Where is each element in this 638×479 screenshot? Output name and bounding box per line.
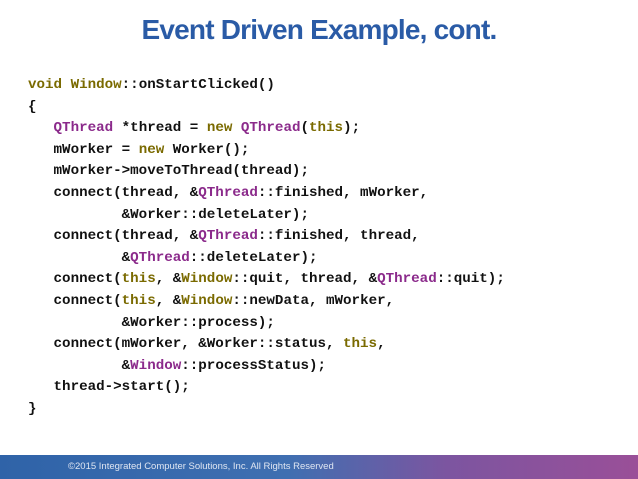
copyright-notice: ©2015 Integrated Computer Solutions, Inc… <box>68 461 334 472</box>
code-keyword: new <box>206 120 233 137</box>
code-keyword: this <box>309 120 344 137</box>
code-class-name: QThread <box>130 249 190 266</box>
code-text: Worker(); <box>164 141 250 158</box>
code-text: *thread = <box>113 120 207 137</box>
code-line: QThread *thread = new QThread(this); <box>28 118 505 140</box>
code-text: ::finished, mWorker, <box>257 184 429 201</box>
code-text: ); <box>343 120 361 137</box>
code-line: &Window::processStatus); <box>28 356 505 378</box>
code-text: connect(mWorker, &Worker::status, <box>28 336 344 353</box>
code-line: &Worker::deleteLater); <box>28 205 505 227</box>
code-keyword: Window <box>181 292 233 309</box>
code-line: connect(mWorker, &Worker::status, this, <box>28 334 505 356</box>
code-text: , & <box>155 292 182 309</box>
code-keyword: void <box>28 77 63 93</box>
code-keyword: new <box>138 141 165 158</box>
code-line: mWorker->moveToThread(thread); <box>28 161 505 183</box>
code-keyword: Window <box>181 271 233 288</box>
code-line: thread->start(); <box>28 377 505 399</box>
code-text <box>62 77 71 93</box>
code-text: , <box>377 336 386 353</box>
code-text: &Worker::process); <box>28 314 275 331</box>
code-text: ( <box>300 120 309 137</box>
code-text: connect(thread, & <box>28 184 199 201</box>
code-text: ::deleteLater); <box>189 249 318 266</box>
code-line: connect(this, &Window::quit, thread, &QT… <box>28 269 505 291</box>
code-keyword: this <box>121 271 156 288</box>
code-text: mWorker = <box>28 141 139 158</box>
code-text: & <box>28 357 131 374</box>
code-line: } <box>28 399 505 421</box>
code-keyword: Window <box>70 77 122 93</box>
code-text: ::onStartClicked() <box>121 77 275 93</box>
code-line: connect(thread, &QThread::finished, thre… <box>28 226 505 248</box>
code-line: connect(this, &Window::newData, mWorker, <box>28 291 505 313</box>
code-text: { <box>28 98 37 115</box>
code-line: void Window::onStartClicked() <box>28 75 505 97</box>
code-class-name: QThread <box>198 228 258 245</box>
code-text: connect(thread, & <box>28 228 199 245</box>
code-text: connect( <box>28 292 122 309</box>
code-text: } <box>28 400 37 417</box>
code-text: & <box>28 249 131 266</box>
code-line: connect(thread, &QThread::finished, mWor… <box>28 183 505 205</box>
code-text: , & <box>155 271 182 288</box>
code-text: thread->start(); <box>28 379 190 396</box>
code-line: { <box>28 97 505 119</box>
code-text: connect( <box>28 271 122 288</box>
code-text: ::quit); <box>436 271 505 288</box>
slide-title: Event Driven Example, cont. <box>141 14 498 45</box>
code-keyword: this <box>121 292 156 309</box>
code-line: &Worker::process); <box>28 313 505 335</box>
code-text: mWorker->moveToThread(thread); <box>28 163 309 180</box>
code-class-name: QThread <box>198 184 258 201</box>
code-class-name: QThread <box>240 120 301 137</box>
code-text <box>232 120 241 136</box>
footer-bar: ©2015 Integrated Computer Solutions, Inc… <box>0 455 638 479</box>
code-text <box>28 120 54 136</box>
code-text: ::quit, thread, & <box>232 271 378 288</box>
code-text: &Worker::deleteLater); <box>28 206 309 223</box>
code-keyword: this <box>343 336 378 353</box>
code-class-name: Window <box>130 357 182 374</box>
code-text: ::processStatus); <box>181 357 327 374</box>
code-class-name: QThread <box>377 271 437 288</box>
code-line: &QThread::deleteLater); <box>28 248 505 270</box>
code-text: ::finished, thread, <box>257 228 420 245</box>
code-block: void Window::onStartClicked(){ QThread *… <box>28 75 505 421</box>
code-line: mWorker = new Worker(); <box>28 140 505 162</box>
code-class-name: QThread <box>53 120 114 137</box>
code-text: ::newData, mWorker, <box>232 292 395 309</box>
